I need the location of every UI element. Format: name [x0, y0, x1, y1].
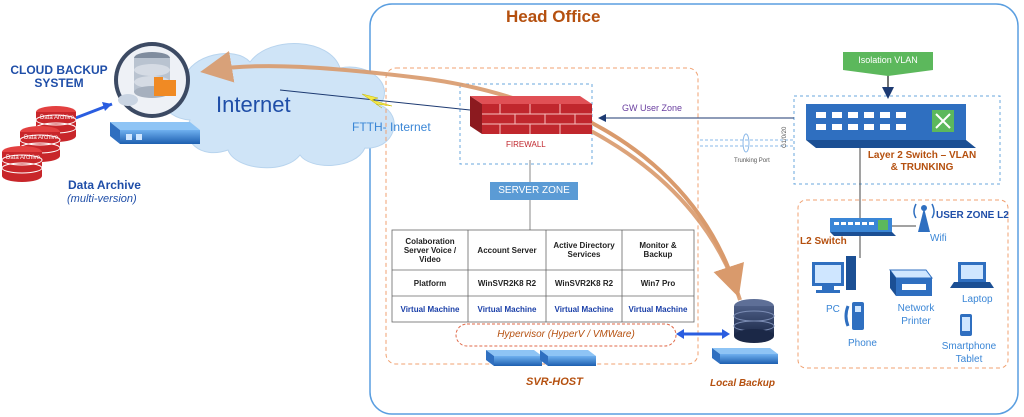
user-zone-boundary — [797, 199, 1009, 369]
vm-ad: Virtual Machine — [554, 304, 614, 314]
platform-ad: WinSVR2K8 R2 — [554, 278, 614, 288]
vm-collab: Virtual Machine — [400, 304, 460, 314]
internet-label: Internet — [216, 92, 291, 117]
l2-switch-main-line1: Layer 2 Switch – VLAN — [867, 150, 977, 161]
l2-switch-main-label: Layer 2 Switch – VLAN & TRUNKING — [852, 150, 992, 174]
printer-label-line1: Network — [897, 303, 935, 314]
gw-zone-label: GW User Zone — [622, 103, 683, 113]
server-header-collab: Colaboration Server Voice / Video — [403, 236, 457, 264]
server-rack-icon — [110, 122, 200, 144]
phone-label: Phone — [848, 338, 877, 349]
server-zone-label: SERVER ZONE — [498, 185, 570, 196]
wifi-antenna-icon — [913, 203, 935, 232]
vm-monitor: Virtual Machine — [628, 304, 688, 314]
svr-host-label: SVR-HOST — [526, 376, 583, 388]
archive-title: Data Archive — [68, 178, 141, 192]
archive-disk-label-1: Data Archive — [40, 115, 75, 121]
server-header-ad: Active Directory Services — [553, 241, 615, 259]
cloud-backup-label-line1: CLOUD BACKUP — [10, 63, 108, 77]
archive-subtitle: (multi-version) — [67, 193, 137, 205]
printer-icon — [889, 269, 933, 296]
lightning-icon — [361, 93, 393, 109]
vm-account: Virtual Machine — [477, 304, 537, 314]
switch-icon — [806, 104, 976, 148]
pc-label: PC — [826, 304, 840, 315]
database-disk-icon — [733, 299, 775, 343]
cloud-backup-icon — [114, 42, 190, 118]
page-title: Head Office — [506, 7, 601, 26]
ftth-label: FTTH- Internet — [352, 120, 431, 134]
cloud-backup-label: CLOUD BACKUP SYSTEM — [4, 64, 114, 90]
hypervisor-boundary — [455, 323, 677, 347]
database-disk-icon — [1, 106, 77, 182]
smartphone-label-line1: Smartphone — [941, 341, 997, 352]
platform-label: Platform — [413, 278, 447, 288]
port-label: G1/0/20 — [782, 126, 788, 148]
hypervisor-label: Hypervisor (HyperV / VMWare) — [497, 329, 635, 340]
server-zone-banner — [490, 182, 578, 200]
smartphone-label: Smartphone Tablet — [936, 340, 1002, 366]
cloud-backup-label-line2: SYSTEM — [34, 76, 84, 90]
local-backup-label: Local Backup — [710, 378, 776, 389]
firewall-label: FIREWALL — [506, 140, 546, 149]
server-table — [391, 229, 695, 323]
wifi-label: Wifi — [930, 233, 947, 244]
archive-disk-label-2: Data Archive — [24, 135, 59, 141]
archive-disk-label-3: Data Archive — [6, 155, 41, 161]
pc-icon — [812, 256, 856, 293]
l2-switch-main-line2: & TRUNKING — [890, 162, 954, 173]
server-header-account: Account Server — [477, 245, 537, 255]
platform-account: WinSVR2K8 R2 — [477, 278, 537, 288]
user-zone-title: USER ZONE L2 — [936, 210, 1009, 221]
platform-monitor: Win7 Pro — [640, 278, 676, 288]
printer-label: Network Printer — [888, 302, 944, 328]
laptop-icon — [950, 262, 994, 288]
head-office-boundary — [369, 3, 1019, 415]
trunking-port-label: Trunking Port — [734, 158, 770, 164]
server-header-monitor: Monitor & Backup — [639, 241, 677, 259]
laptop-label: Laptop — [962, 294, 993, 305]
server-rack-icon — [486, 350, 596, 366]
firewall-icon — [470, 96, 592, 134]
user-switch-label: L2 Switch — [800, 236, 847, 247]
smartphone-icon — [960, 314, 972, 336]
printer-label-line2: Printer — [901, 316, 931, 327]
l2-switch-zone-boundary — [793, 95, 1001, 185]
isolation-vlan-banner — [843, 52, 933, 76]
phone-icon — [844, 302, 864, 330]
switch-icon — [830, 218, 896, 236]
server-rack-icon — [712, 348, 778, 364]
firewall-zone-boundary — [459, 83, 593, 165]
smartphone-label-line2: Tablet — [955, 354, 983, 365]
isolation-vlan-label: Isolation VLAN — [858, 55, 918, 65]
